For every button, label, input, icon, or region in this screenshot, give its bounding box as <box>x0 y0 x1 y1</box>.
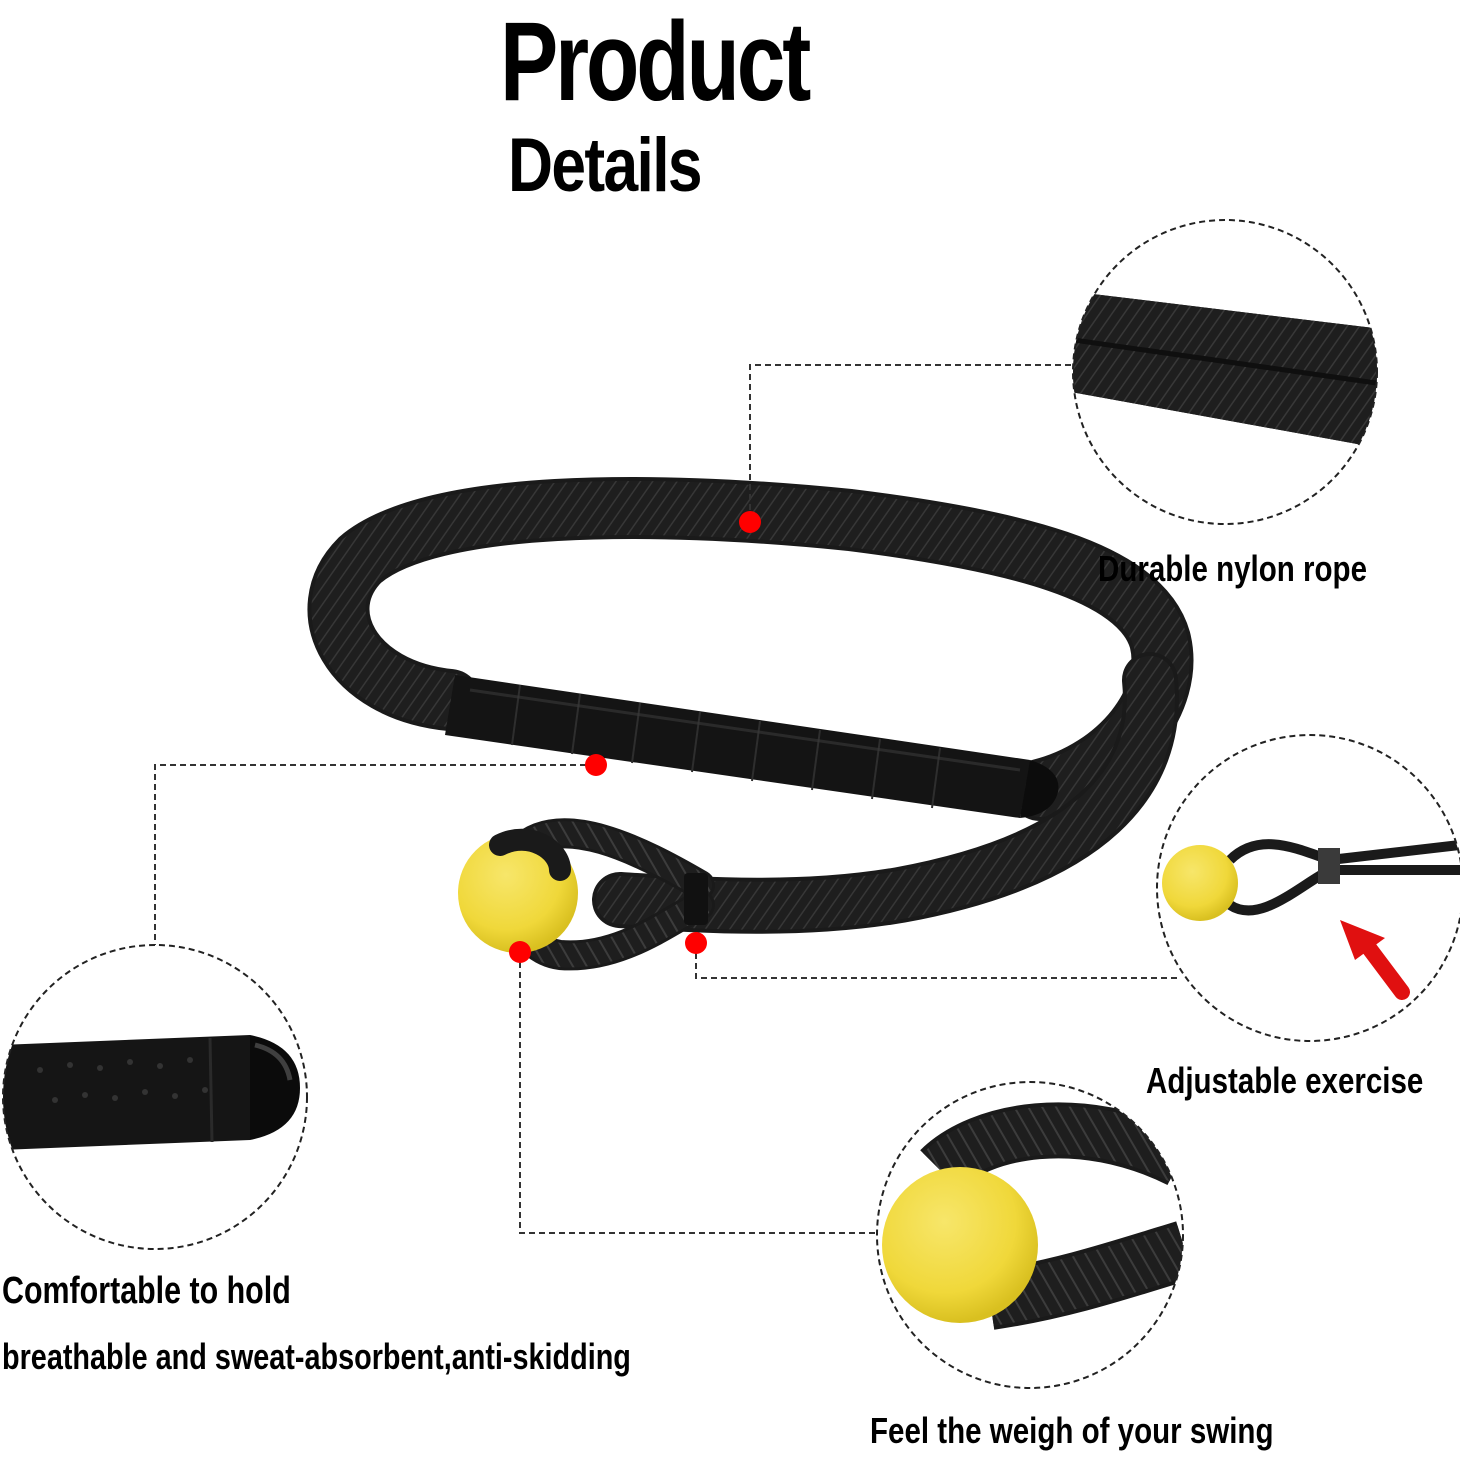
detail-circle-ball <box>876 1081 1184 1389</box>
page-subtitle: Details <box>508 123 703 208</box>
feature-rope-label: Durable nylon rope <box>1098 548 1367 589</box>
feature-grip-label: Comfortable to hold <box>2 1270 291 1312</box>
feature-grip-detail: breathable and sweat-absorbent,anti-skid… <box>2 1336 631 1377</box>
feature-adjust-label: Adjustable exercise <box>1146 1060 1424 1101</box>
slide-clip <box>684 873 708 925</box>
page-title: Product <box>500 0 811 124</box>
detail-circle-rope <box>1072 219 1378 525</box>
callout-lines <box>154 364 1178 1234</box>
red-dot-markers <box>509 511 761 963</box>
detail-circle-adjust <box>1156 734 1460 1042</box>
grip-handle <box>445 675 1059 818</box>
red-arrow-icon <box>1340 920 1410 1000</box>
detail-circle-grip <box>2 944 308 1250</box>
feature-ball-label: Feel the weigh of your swing <box>870 1410 1274 1451</box>
rope-loop <box>307 477 1194 971</box>
